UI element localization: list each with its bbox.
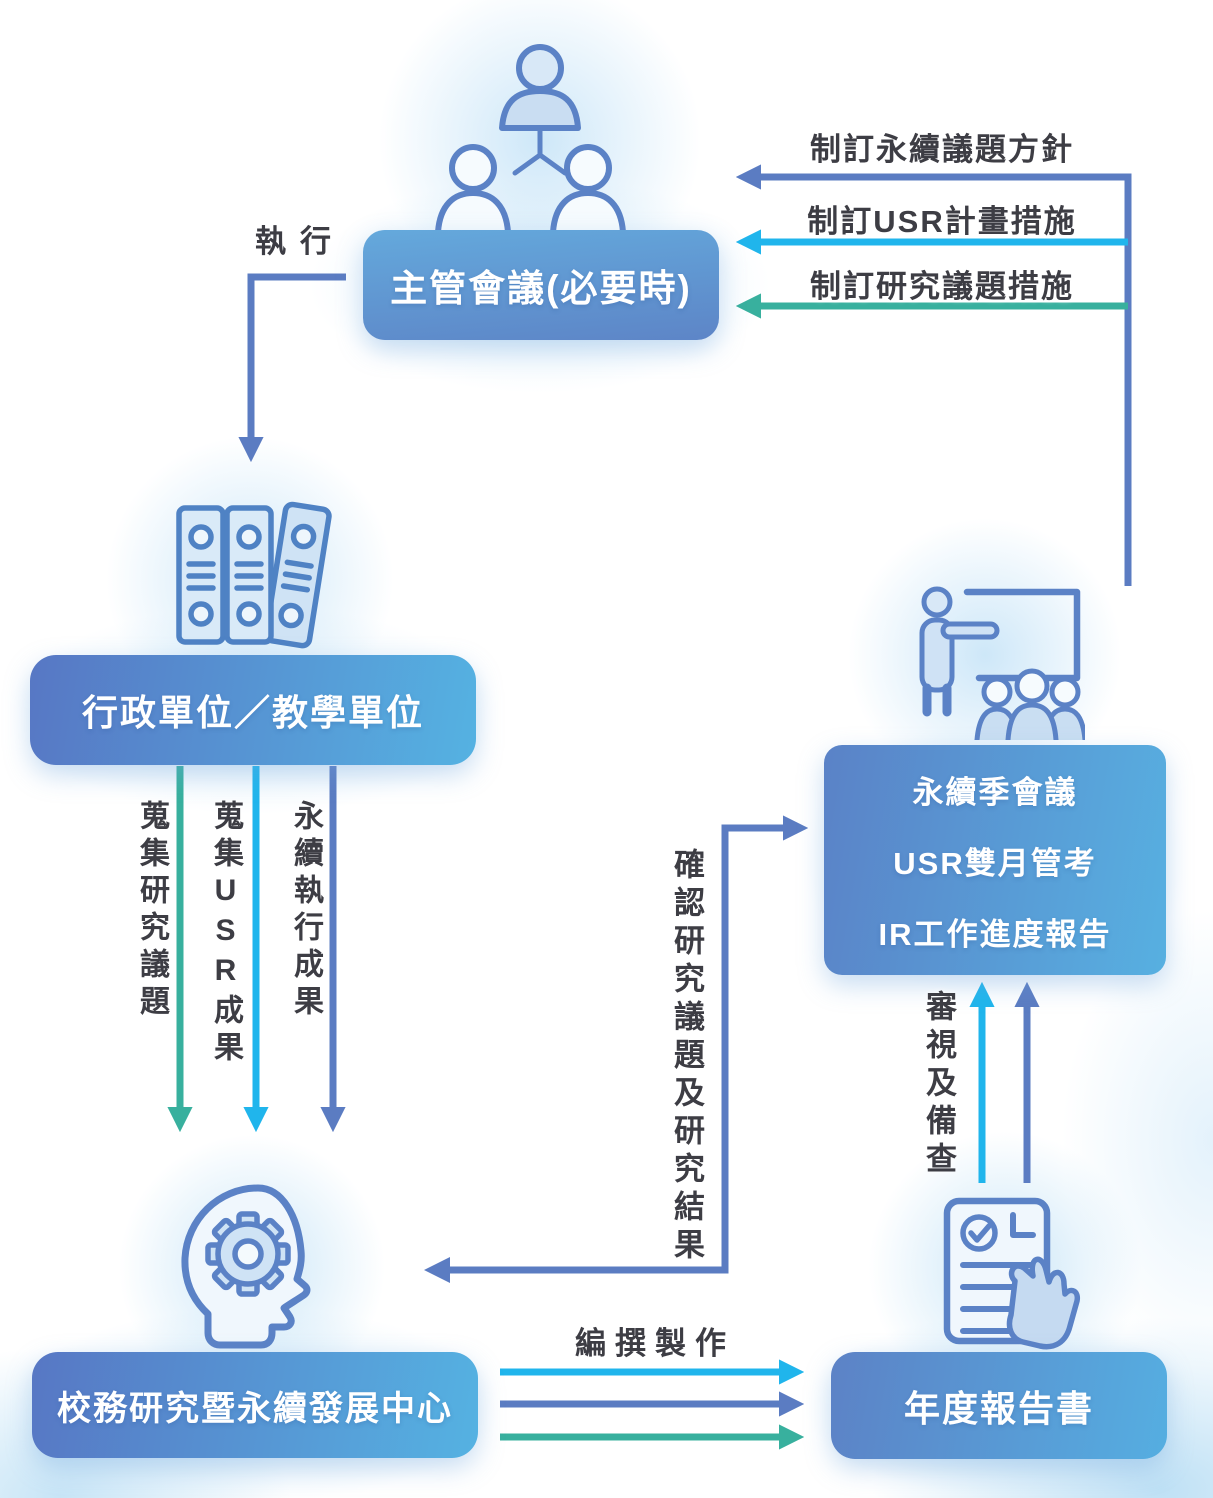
- label-execute: 執行: [255, 224, 345, 259]
- arrow-confirm-research: [446, 815, 809, 1274]
- label-collect-research: 蒐集研究議題: [135, 800, 168, 1022]
- node-quarterly-meeting: 永續季會議 USR雙月管考 IR工作進度報告: [824, 745, 1166, 975]
- label-policy-usr: 制訂USR計畫措施: [807, 204, 1077, 239]
- label-review: 審視及備查: [921, 990, 956, 1180]
- node-annual-report: 年度報告書: [831, 1352, 1167, 1459]
- document-hand-icon: [943, 1197, 1081, 1350]
- label-produce: 編撰製作: [575, 1326, 735, 1361]
- node-executive-meeting: 主管會議(必要時): [363, 230, 719, 340]
- label-collect-usr: 蒐集USR成果: [209, 800, 242, 1068]
- label-policy-sustainability: 制訂永續議題方針: [810, 132, 1074, 167]
- quarterly-line-2: USR雙月管考: [893, 845, 1097, 881]
- arrow-policy-sustainability: [735, 164, 1132, 586]
- label-sustain-results: 永續執行成果: [289, 800, 322, 1022]
- presentation-icon: [919, 586, 1085, 740]
- label-confirm-research: 確認研究議題及研究結果: [669, 848, 704, 1266]
- quarterly-line-1: 永續季會議: [912, 774, 1078, 810]
- thinking-head-gear-icon: [181, 1184, 311, 1349]
- people-hierarchy-icon: [435, 44, 626, 232]
- quarterly-line-3: IR工作進度報告: [878, 916, 1112, 952]
- node-admin-teaching-units: 行政單位／教學單位: [30, 655, 476, 765]
- label-policy-research: 制訂研究議題措施: [810, 269, 1074, 304]
- node-ir-sustainability-center: 校務研究暨永續發展中心: [32, 1352, 478, 1458]
- binders-icon: [176, 501, 332, 649]
- arrow-execute: [238, 273, 346, 463]
- arrow-confirm-research-left-head: [424, 1257, 450, 1283]
